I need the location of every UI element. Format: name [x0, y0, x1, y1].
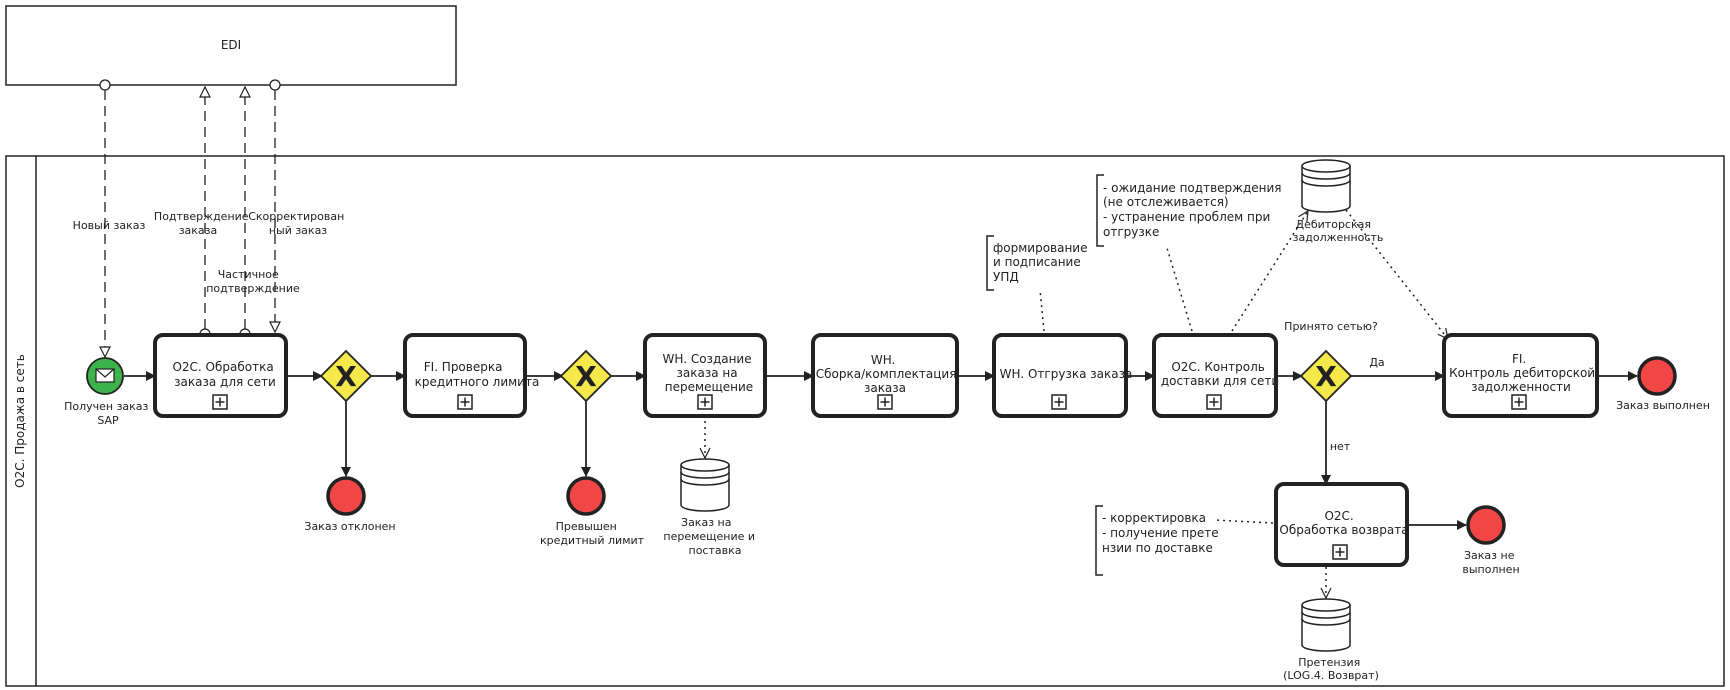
- pool-main[interactable]: O2C. Продажа в сеть: [5, 155, 1725, 687]
- task-receivables-control-label: FI. Контроль дебиторской задолженности: [1449, 352, 1599, 394]
- gateway-exclusive-1[interactable]: X: [319, 349, 373, 403]
- datastore-transfer-order-label: Заказ на перемещение и поставка: [663, 516, 758, 557]
- gateway-exclusive-3[interactable]: X: [1299, 349, 1353, 403]
- end-fail-label: Заказ не выполнен: [1462, 549, 1519, 576]
- database-icon: [1301, 159, 1351, 213]
- pool-edi[interactable]: EDI: [5, 5, 457, 86]
- subprocess-marker-icon: [1206, 394, 1222, 410]
- database-icon: [680, 458, 730, 512]
- annotation-confirmation[interactable]: - ожидание подтверждения (не отслеживает…: [1096, 174, 1285, 247]
- end-event-completed[interactable]: [1637, 356, 1677, 396]
- gateway-exclusive-2[interactable]: X: [559, 349, 613, 403]
- subprocess-marker-icon: [212, 394, 228, 410]
- task-credit-check[interactable]: FI. Проверка кредитного лимита: [403, 333, 540, 418]
- envelope-icon: [95, 368, 115, 383]
- msg-corrected-label: Скорректирован ный заказ: [248, 210, 348, 237]
- task-picking[interactable]: WH. Сборка/комплектация заказа: [811, 333, 961, 418]
- gateway-no-label: нет: [1330, 440, 1351, 453]
- end-event-not-completed[interactable]: [1466, 505, 1506, 545]
- annotation-correction-text: - корректировка - получение прете нзии п…: [1102, 511, 1222, 555]
- end-rejected-label: Заказ отклонен: [304, 520, 395, 533]
- task-delivery-control[interactable]: O2C. Контроль доставки для сети: [1152, 333, 1279, 418]
- gateway-marker: X: [335, 360, 357, 393]
- end-event-credit-exceeded[interactable]: [566, 476, 606, 516]
- annotation-confirmation-text: - ожидание подтверждения (не отслеживает…: [1103, 181, 1285, 239]
- lane-title: O2C. Продажа в сеть: [13, 354, 27, 488]
- subprocess-marker-icon: [697, 394, 713, 410]
- task-return-processing[interactable]: O2C. Обработка возврата: [1274, 482, 1409, 567]
- annotation-upd-text: формирование и подписание УПД: [993, 241, 1091, 284]
- gateway-yes-label: Да: [1369, 356, 1384, 369]
- msg-new-order-label: Новый заказ: [73, 219, 146, 232]
- task-shipment[interactable]: WH. Отгрузка заказа: [992, 333, 1133, 418]
- annotation-correction[interactable]: - корректировка - получение прете нзии п…: [1095, 505, 1222, 576]
- end-credit-label: Превышен кредитный лимит: [540, 520, 645, 547]
- assoc-t8-a3: [1213, 519, 1274, 524]
- annotation-upd[interactable]: формирование и подписание УПД: [986, 235, 1091, 291]
- subprocess-marker-icon: [457, 394, 473, 410]
- task-picking-label: WH. Сборка/комплектация заказа: [816, 353, 961, 395]
- subprocess-marker-icon: [1051, 394, 1067, 410]
- start-event-message[interactable]: [86, 357, 124, 395]
- database-icon: [1301, 598, 1351, 652]
- datastore-receivables[interactable]: [1301, 159, 1351, 213]
- task-process-order-label: O2C. Обработка заказа для сети: [172, 360, 277, 389]
- task-create-transfer-label: WH. Создание заказа на перемещение: [663, 352, 756, 394]
- end-event-rejected[interactable]: [326, 476, 366, 516]
- gateway-question-label: Принято сетью?: [1284, 320, 1378, 333]
- task-process-order[interactable]: O2C. Обработка заказа для сети: [153, 333, 288, 418]
- subprocess-marker-icon: [1332, 544, 1348, 560]
- msg-partial-label: Частичное подтверждение: [206, 268, 300, 295]
- datastore-claim[interactable]: [1301, 598, 1351, 652]
- task-credit-check-label: FI. Проверка кредитного лимита: [415, 360, 540, 389]
- gateway-marker: X: [575, 360, 597, 393]
- pool-edi-title: EDI: [221, 38, 241, 52]
- task-return-processing-label: O2C. Обработка возврата: [1279, 509, 1408, 537]
- task-shipment-label: WH. Отгрузка заказа: [1000, 367, 1133, 381]
- msg-confirm-label: Подтверждение заказа: [154, 210, 252, 237]
- task-create-transfer[interactable]: WH. Создание заказа на перемещение: [643, 333, 767, 418]
- assoc-t6-a2: [1166, 247, 1193, 332]
- subprocess-marker-icon: [877, 394, 893, 410]
- datastore-transfer-order[interactable]: [680, 458, 730, 512]
- subprocess-marker-icon: [1511, 394, 1527, 410]
- task-delivery-control-label: O2C. Контроль доставки для сети: [1161, 360, 1279, 388]
- task-receivables-control[interactable]: FI. Контроль дебиторской задолженности: [1442, 333, 1599, 418]
- gateway-marker: X: [1315, 360, 1337, 393]
- datastore-receivables-label: Дебиторская задолженность: [1293, 218, 1384, 244]
- sequence-flows: [124, 371, 1638, 530]
- end-done-label: Заказ выполнен: [1616, 399, 1710, 412]
- start-event-label: Получен заказ SAP: [64, 400, 152, 427]
- associations: [705, 209, 1448, 598]
- datastore-claim-label: Претензия (LOG.4. Возврат): [1283, 656, 1379, 682]
- assoc-t5-a1: [1039, 289, 1045, 332]
